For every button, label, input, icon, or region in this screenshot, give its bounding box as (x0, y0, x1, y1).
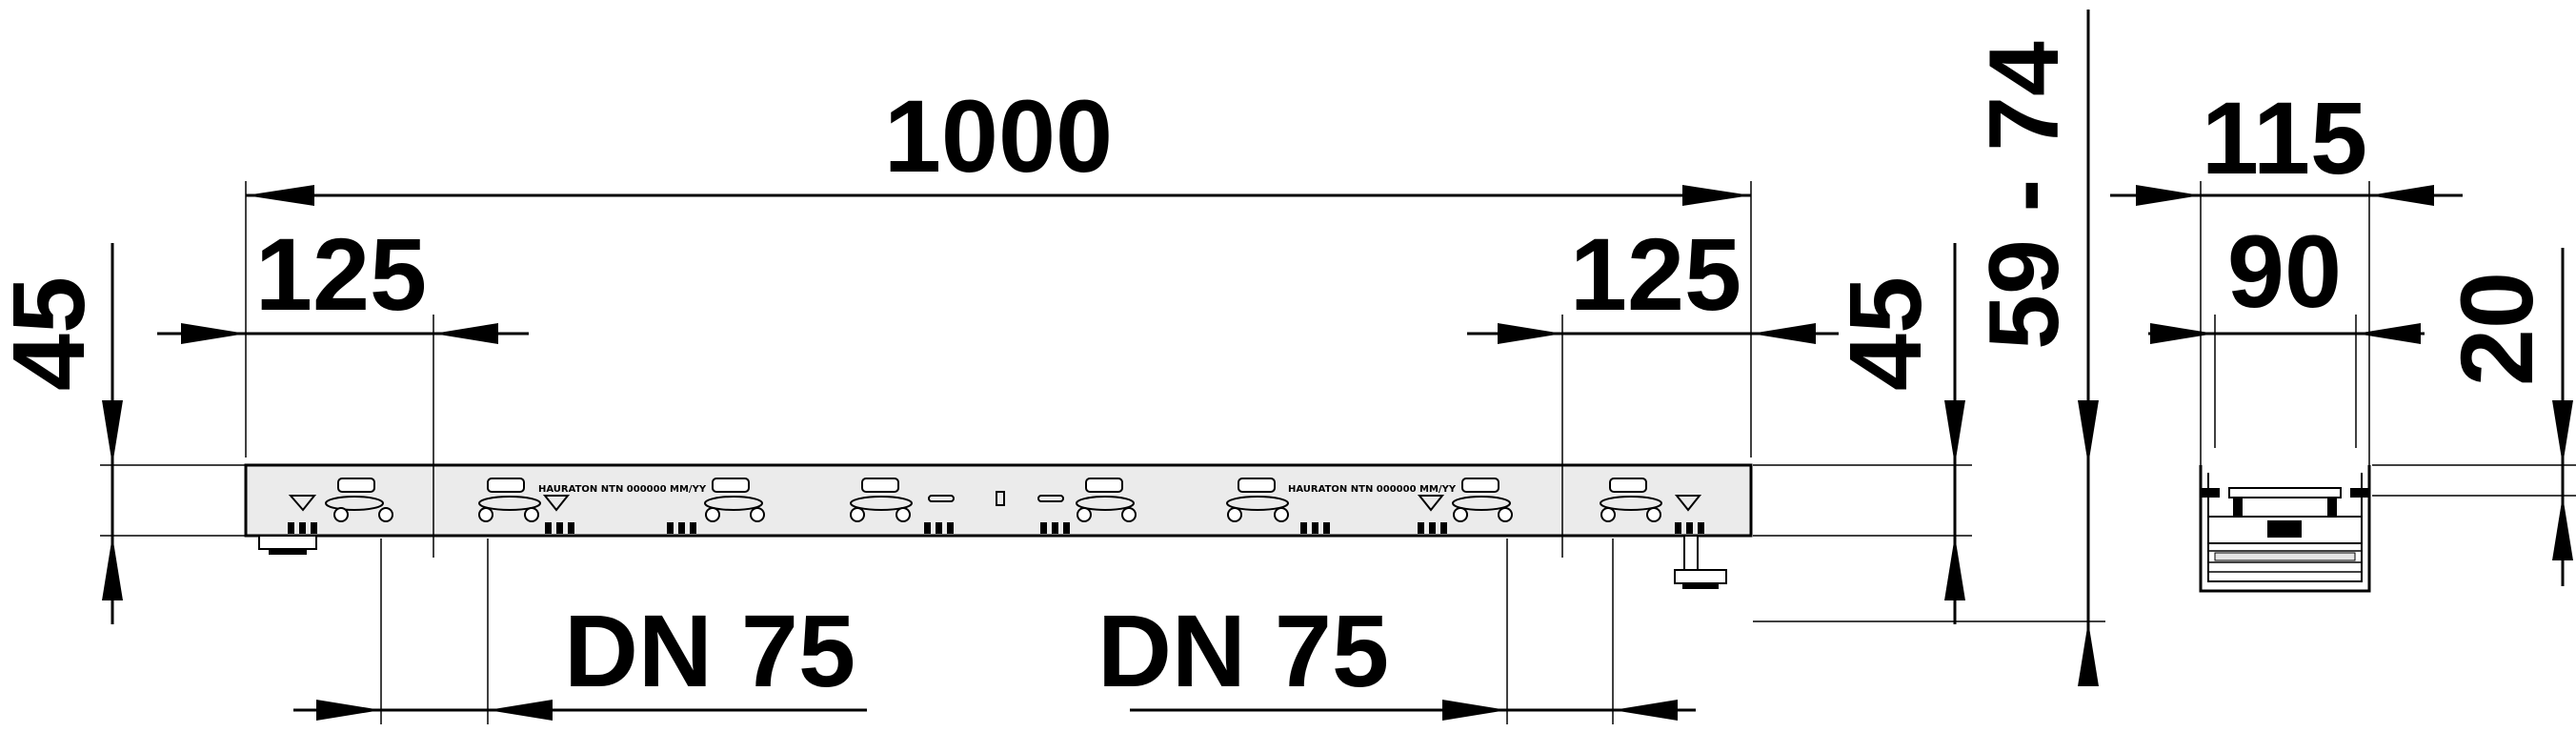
left-outlet-label: DN 75 (564, 593, 855, 708)
channel-body: HAURATON NTN 000000 MM/YY HAURATON NTN 0… (244, 463, 1753, 589)
grate-unit-1 (288, 478, 393, 534)
overall-height-dimension: 59 - 74 (1753, 10, 2105, 686)
grate-unit-6 (1226, 478, 1330, 534)
left-outlet-stub (258, 535, 317, 555)
right-height-dimension: 45 (1753, 243, 1972, 624)
channel-profile (2199, 465, 2371, 593)
right-offset-dimension: 125 (1467, 216, 1839, 558)
inner-width-dimension: 90 (2148, 214, 2425, 448)
side-view: 1000 125 125 45 (0, 10, 2105, 724)
cross-section-view: 115 90 20 (2110, 80, 2576, 593)
right-height-label: 45 (1827, 276, 1942, 391)
overall-height-label: 59 - 74 (1969, 41, 2080, 350)
outer-width-label: 115 (2202, 80, 2367, 195)
grate-unit-8 (1600, 478, 1704, 534)
left-offset-dimension: 125 (157, 216, 529, 558)
grate-depth-label: 20 (2439, 272, 2554, 386)
grate-unit-2 (478, 478, 574, 534)
left-outlet-dimension: DN 75 (293, 539, 867, 724)
grate-unit-5 (996, 478, 1137, 534)
right-outlet-label: DN 75 (1097, 593, 1389, 708)
grate-unit-3 (667, 478, 765, 534)
channel-marking-2: HAURATON NTN 000000 MM/YY (1288, 484, 1457, 495)
outer-width-dimension: 115 (2110, 80, 2463, 465)
channel-marking-1: HAURATON NTN 000000 MM/YY (538, 484, 707, 495)
right-outlet-stub (1674, 535, 1727, 589)
inner-width-label: 90 (2227, 214, 2342, 329)
grate-depth-dimension: 20 (2372, 248, 2576, 586)
left-offset-label: 125 (255, 216, 427, 332)
overall-length-dimension: 1000 (245, 78, 1752, 458)
overall-length-label: 1000 (884, 78, 1113, 193)
grate-unit-7 (1417, 478, 1513, 534)
left-height-dimension: 45 (0, 243, 250, 624)
right-offset-label: 125 (1570, 216, 1741, 332)
grate-unit-4 (850, 478, 955, 534)
right-outlet-dimension: DN 75 (1097, 539, 1696, 724)
left-height-label: 45 (0, 276, 106, 391)
